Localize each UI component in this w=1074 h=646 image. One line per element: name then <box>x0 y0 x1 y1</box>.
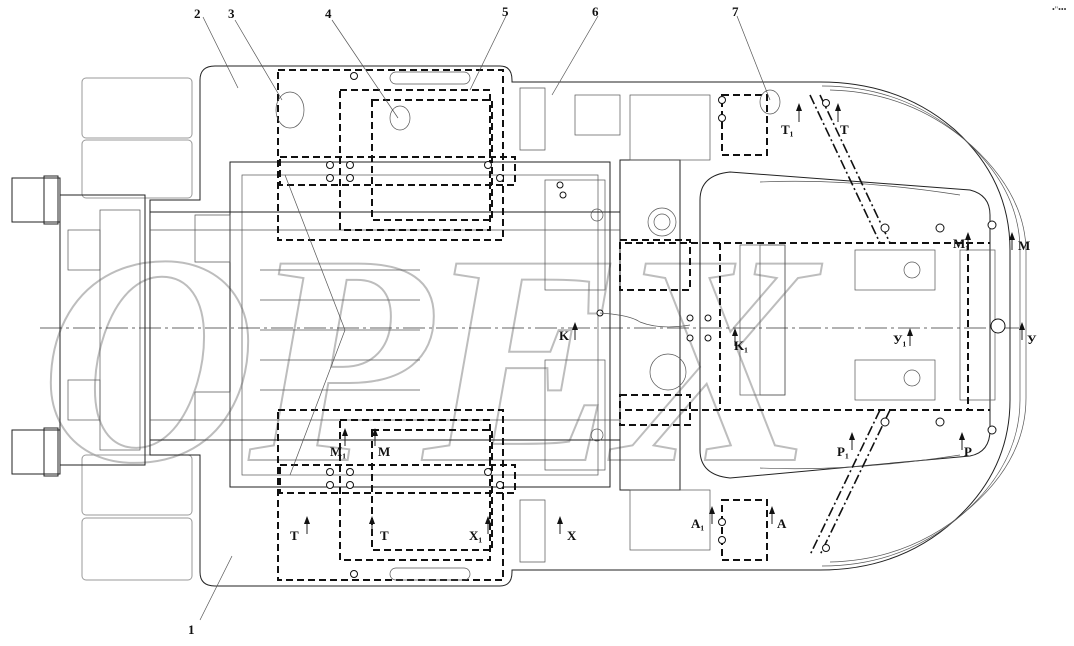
body-outline <box>149 65 1027 587</box>
callout-leaders <box>199 15 771 621</box>
rear-wheels <box>11 77 193 581</box>
section-label-m-rear: M <box>378 444 390 459</box>
watermark-text: OPEX <box>40 193 822 525</box>
section-label-k: K <box>559 328 570 343</box>
callout-2: 2 <box>194 6 201 21</box>
dashed-components <box>277 69 768 581</box>
panels <box>194 71 781 581</box>
bolts <box>326 72 1006 578</box>
callout-1: 1 <box>188 622 195 637</box>
callout-7: 7 <box>732 4 739 19</box>
section-label-u: У <box>1027 332 1037 347</box>
callout-5: 5 <box>502 4 509 19</box>
section-label-u1: У₁ <box>893 332 907 347</box>
section-label-a: A <box>777 516 787 531</box>
callout-6: 6 <box>592 4 599 19</box>
wire-harness <box>599 312 691 328</box>
section-label-p: P <box>964 444 972 459</box>
callout-4: 4 <box>325 6 332 21</box>
section-label-t-rear: T <box>380 528 389 543</box>
section-arrows <box>304 103 1025 534</box>
section-label-t1: T₁ <box>781 122 794 137</box>
section-label-m1-rear: M₁ <box>330 444 346 459</box>
callout-3: 3 <box>228 6 235 21</box>
section-label-m-front: M <box>1018 238 1030 253</box>
section-label-a1: A₁ <box>691 516 704 531</box>
section-label-t-rear-left: T <box>290 528 299 543</box>
corner-mark: •"••• <box>1052 5 1067 14</box>
section-label-m1-front: M₁ <box>953 236 969 251</box>
section-label-t-front: T <box>840 122 849 137</box>
front-beams <box>625 94 990 556</box>
section-label-x: X <box>567 528 577 543</box>
section-label-p1: P₁ <box>837 444 849 459</box>
section-label-k1: K₁ <box>734 338 748 353</box>
section-label-x1: X₁ <box>469 528 482 543</box>
